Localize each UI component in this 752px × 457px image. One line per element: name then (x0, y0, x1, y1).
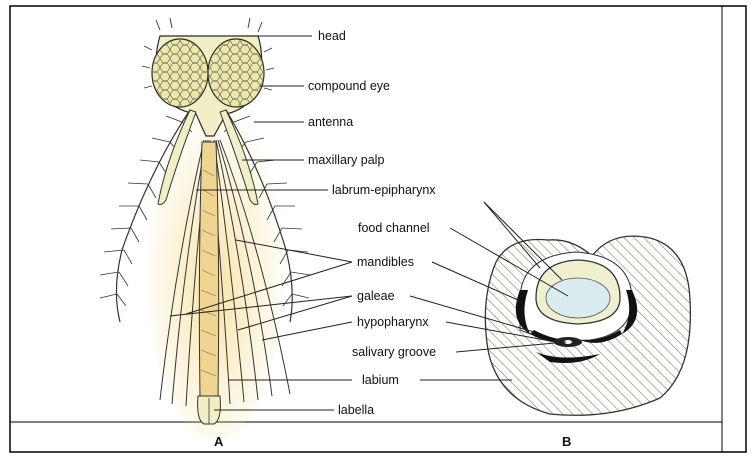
label-labium: labium (362, 373, 399, 387)
panel-b-drawing (485, 236, 690, 415)
label-compound-eye: compound eye (308, 79, 390, 93)
label-head: head (318, 29, 346, 43)
label-salivary-groove: salivary groove (352, 345, 436, 359)
label-antenna: antenna (308, 115, 353, 129)
label-food-channel: food channel (358, 221, 430, 235)
panel-caption-a: A (214, 434, 224, 449)
labium-sheath (199, 142, 218, 396)
label-mandibles: mandibles (357, 255, 414, 269)
panel-a-drawing (100, 18, 310, 440)
label-labella: labella (338, 403, 374, 417)
label-labrum-epipharynx: labrum-epipharynx (332, 183, 436, 197)
label-maxillary-palp: maxillary palp (308, 153, 384, 167)
compound-eye-left (152, 39, 208, 107)
food-channel-lumen (546, 278, 610, 318)
panel-caption-b: B (562, 434, 571, 449)
label-hypopharynx: hypopharynx (357, 315, 429, 329)
compound-eye-right (208, 39, 264, 107)
label-galeae: galeae (357, 289, 395, 303)
